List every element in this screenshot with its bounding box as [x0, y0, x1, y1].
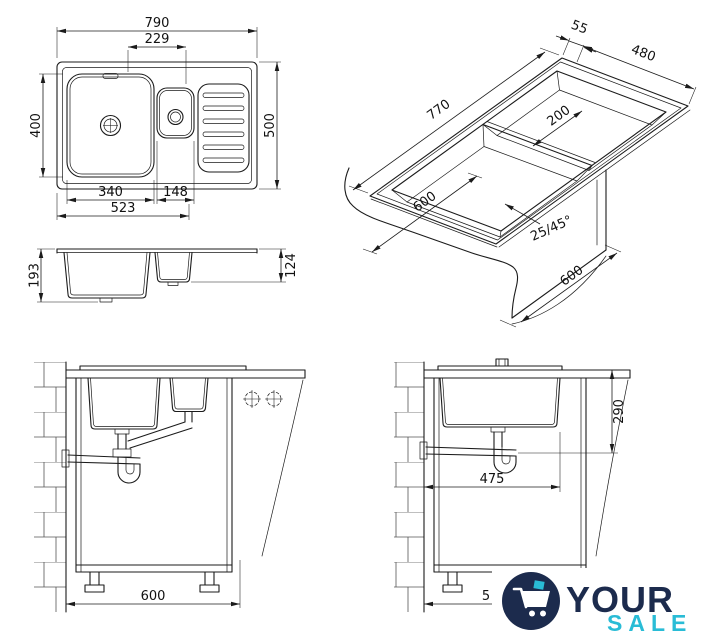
overflow-slot	[102, 73, 119, 79]
drain-plumbing	[419, 426, 517, 474]
dim-bowl-depth: 400	[29, 113, 44, 138]
sink-rim-front	[79, 365, 247, 371]
dim-cabinet-width-iso: 600	[410, 189, 439, 216]
main-drain	[99, 114, 122, 137]
side-profile-view: 193 124	[28, 248, 299, 303]
secondary-bowl	[156, 87, 195, 139]
wall-hatch	[394, 362, 424, 612]
bowl-section	[439, 377, 561, 428]
top-view: 790 229 400 500 340 148 523	[29, 16, 281, 220]
counter-break-line	[344, 167, 519, 319]
secondary-drain	[167, 108, 184, 126]
main-bowl	[66, 73, 155, 178]
shopping-cart-icon	[512, 580, 550, 617]
small-drain-stub	[167, 281, 179, 286]
dim-main-depth: 193	[28, 263, 43, 288]
logo: YOUR SALE	[492, 568, 714, 636]
dim-drain-height: 290	[612, 399, 627, 424]
dim-chamfer-note: 25/45°	[528, 213, 574, 245]
faucet-base	[495, 358, 509, 367]
cabinet-bottom	[511, 249, 607, 319]
small-bowl-profile	[154, 251, 193, 283]
wall-hatch	[34, 362, 66, 612]
faucet-knockouts	[243, 390, 283, 408]
main-drain-stub	[99, 297, 113, 303]
countertop	[65, 369, 306, 379]
cabinet-foot	[204, 571, 215, 586]
dim-small-depth: 124	[284, 253, 299, 278]
dim-cabinet-width: 600	[141, 589, 166, 604]
main-bowl-section	[87, 377, 161, 430]
dim-cabinet-depth-partial: 5	[482, 589, 490, 604]
panel-break-line	[595, 379, 629, 557]
sink-rim-side	[437, 365, 563, 371]
wall-outlet-flange	[419, 441, 428, 460]
dim-overall-height: 500	[263, 113, 278, 138]
drainboard	[197, 83, 250, 173]
base-cabinet	[75, 377, 233, 593]
bowl-divider	[482, 123, 593, 167]
p-trap	[117, 456, 141, 484]
dim-rim-edge: 55	[569, 18, 590, 38]
dim-inner-width: 480	[629, 42, 658, 65]
drain-plumbing	[61, 410, 193, 484]
dim-inner-length: 770	[424, 97, 453, 124]
cabinet-foot	[89, 571, 100, 586]
dim-main-bowl-width: 340	[98, 185, 123, 200]
brand-word-sale: SALE	[607, 610, 692, 636]
main-bowl-profile	[63, 251, 151, 299]
p-trap	[493, 446, 517, 474]
installation-front-view: 600	[34, 361, 306, 613]
dim-cutout-width: 523	[111, 201, 136, 216]
wall-outlet-flange	[61, 449, 70, 468]
cabinet-foot	[447, 571, 458, 586]
dim-offset: 475	[480, 472, 505, 487]
brand-word-your: YOUR	[566, 579, 674, 620]
dim-small-bowl: 200	[544, 103, 573, 130]
countertop	[423, 369, 631, 379]
dim-overall-width: 790	[145, 16, 170, 31]
panel-break-line	[261, 379, 304, 557]
small-bowl-section	[169, 377, 209, 413]
dim-small-bowl-width: 148	[163, 185, 188, 200]
isometric-view: 770 55 480 200 600 25/45° 600	[344, 18, 697, 328]
base-cabinet	[433, 377, 587, 593]
dim-bowl-offset: 229	[145, 32, 170, 47]
cart-item-accent	[533, 580, 545, 590]
